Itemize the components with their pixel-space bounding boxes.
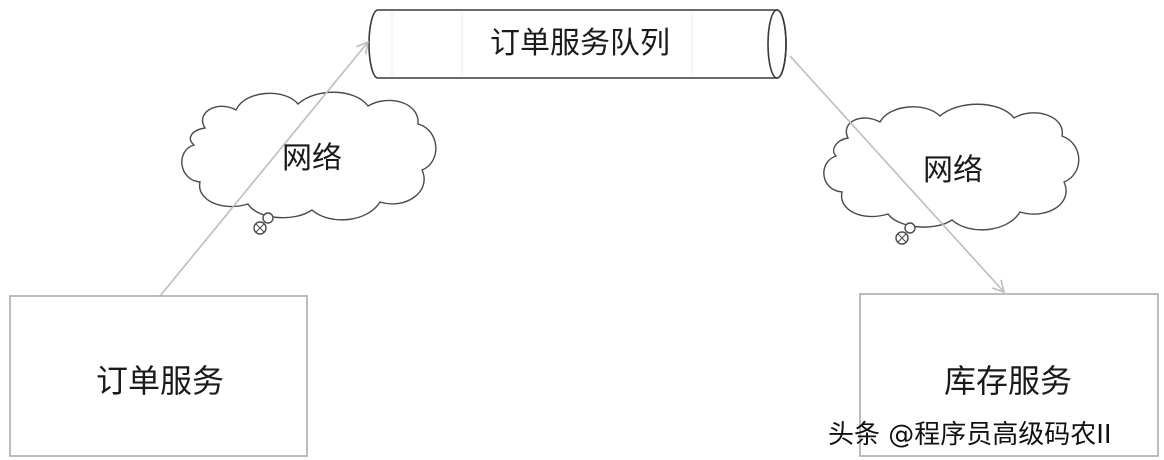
network-label-right: 网络 — [923, 153, 983, 188]
queue-cylinder — [368, 9, 787, 79]
network-label-left: 网络 — [282, 141, 342, 176]
network-cloud-right — [823, 103, 1080, 245]
inventory-service-label: 库存服务 — [943, 362, 1072, 400]
network-cloud-left — [181, 91, 437, 235]
arrow-order-to-queue — [159, 40, 370, 297]
arrow-queue-to-inventory — [789, 55, 1006, 294]
order-service-label: 订单服务 — [95, 362, 224, 400]
order-service-box — [9, 295, 308, 457]
queue-label: 订单服务队列 — [490, 26, 670, 61]
inventory-service-box — [859, 293, 1159, 457]
watermark: 头条 @程序员高级码农II — [828, 420, 1112, 450]
